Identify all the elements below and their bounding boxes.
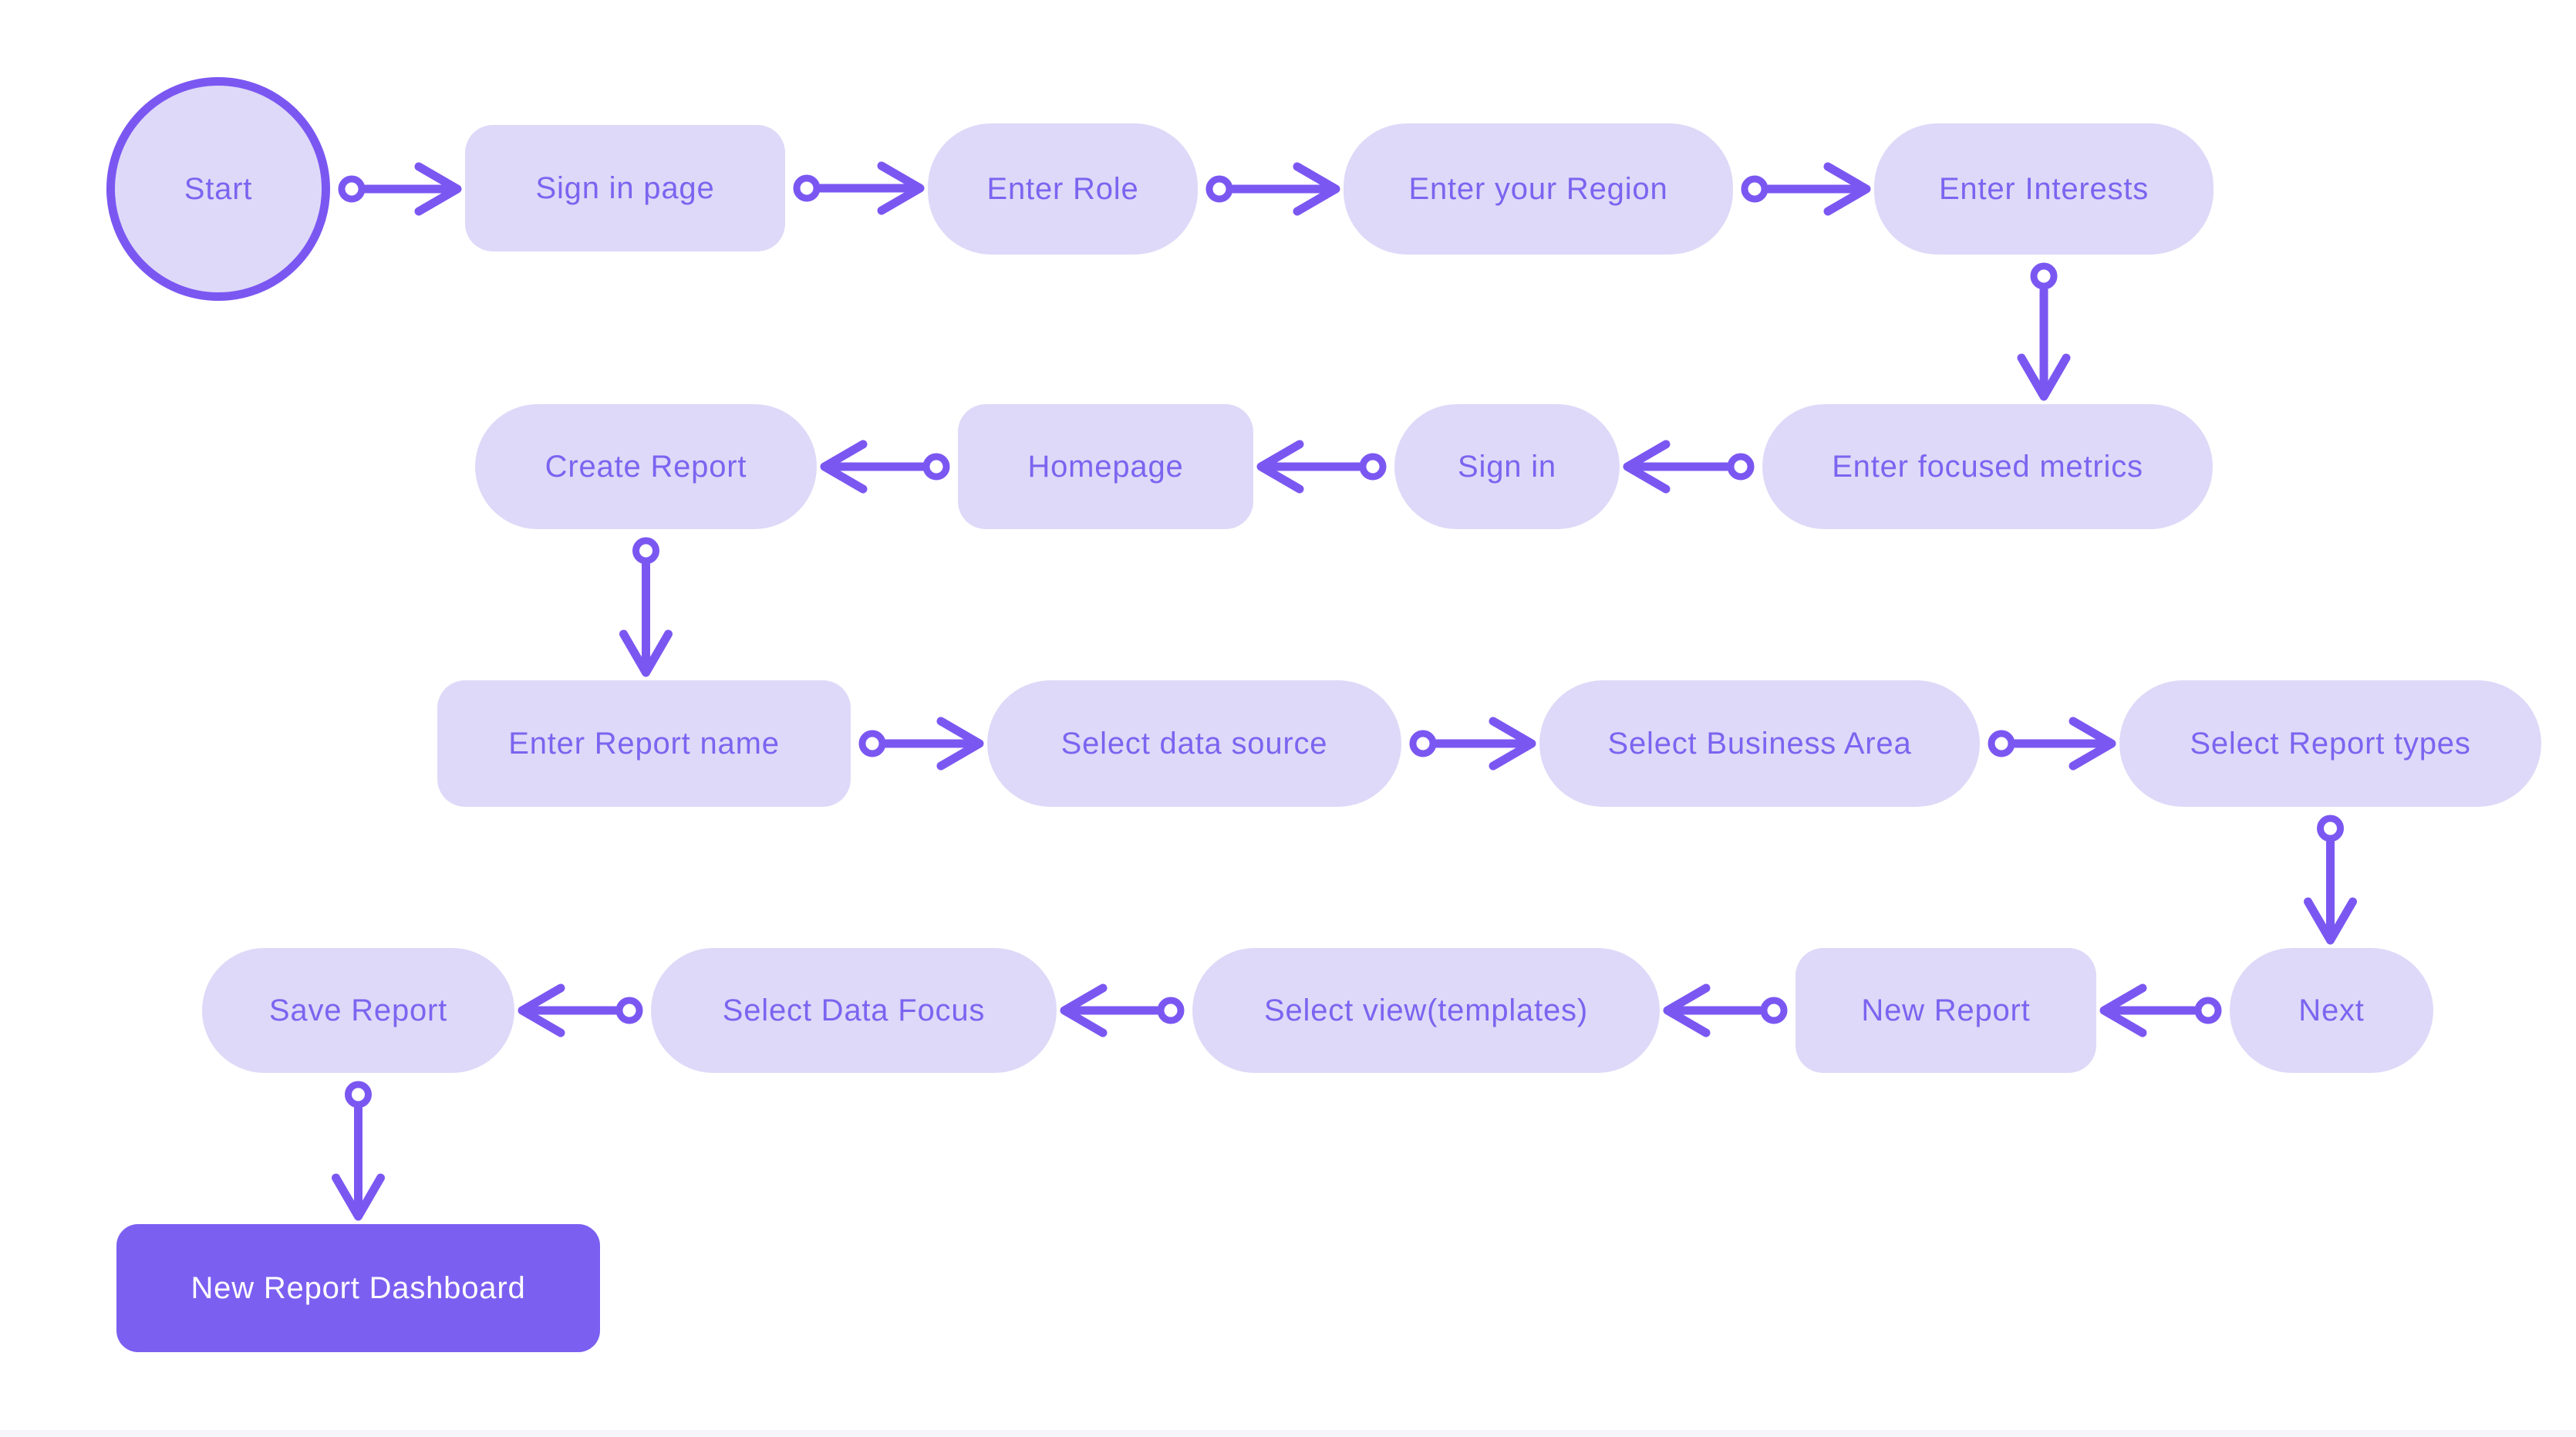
node-label: New Report Dashboard <box>191 1270 526 1305</box>
node-create-report[interactable]: Create Report <box>475 404 817 529</box>
connector-create-report-to-enter-report-name <box>619 537 673 677</box>
connector-next-to-new-report <box>2099 983 2222 1037</box>
node-label: Enter your Region <box>1408 171 1668 206</box>
node-select-data-focus[interactable]: Select Data Focus <box>651 948 1057 1073</box>
connector-select-view-templates-to-select-data-focus <box>1060 983 1185 1037</box>
node-next[interactable]: Next <box>2230 948 2433 1073</box>
node-enter-report-name[interactable]: Enter Report name <box>437 680 851 807</box>
node-label: Homepage <box>1027 449 1184 484</box>
node-enter-focused-metrics[interactable]: Enter focused metrics <box>1762 404 2213 529</box>
node-start[interactable]: Start <box>106 77 330 301</box>
node-label: Sign in page <box>535 170 715 205</box>
node-label: Enter Interests <box>1938 171 2149 206</box>
node-label: Create Report <box>545 449 747 484</box>
node-label: Next <box>2298 993 2365 1027</box>
connector-start-to-sign-in-page <box>338 162 462 216</box>
connector-enter-focused-metrics-to-sign-in <box>1623 440 1755 494</box>
node-select-business-area[interactable]: Select Business Area <box>1539 680 1980 807</box>
connector-new-report-to-select-view-templates <box>1663 983 1788 1037</box>
node-new-report[interactable]: New Report <box>1795 948 2096 1073</box>
connector-homepage-to-create-report <box>820 440 950 494</box>
connector-select-report-types-to-next <box>2304 815 2357 945</box>
node-sign-in[interactable]: Sign in <box>1394 404 1620 529</box>
connector-select-data-focus-to-save-report <box>518 983 643 1037</box>
connector-select-business-area-to-select-report-types <box>1988 717 2116 771</box>
node-enter-interests[interactable]: Enter Interests <box>1874 123 2214 255</box>
node-label: Select Data Focus <box>722 993 986 1027</box>
node-enter-your-region[interactable]: Enter your Region <box>1344 123 1733 255</box>
node-label: Enter Report name <box>508 726 780 761</box>
node-label: Select Report types <box>2190 726 2471 761</box>
node-select-view-templates[interactable]: Select view(templates) <box>1192 948 1660 1073</box>
node-save-report[interactable]: Save Report <box>202 948 514 1073</box>
connector-enter-report-name-to-select-data-source <box>858 717 984 771</box>
canvas-edge-strip <box>0 1430 2576 1437</box>
node-select-report-types[interactable]: Select Report types <box>2119 680 2541 807</box>
node-enter-role[interactable]: Enter Role <box>928 123 1198 255</box>
node-homepage[interactable]: Homepage <box>958 404 1253 529</box>
node-label: Select Business Area <box>1607 726 1912 761</box>
connector-sign-in-page-to-enter-role <box>793 161 925 215</box>
connector-select-data-source-to-select-business-area <box>1409 717 1536 771</box>
node-label: Enter focused metrics <box>1832 449 2143 484</box>
connector-sign-in-to-homepage <box>1256 440 1387 494</box>
node-label: Sign in <box>1458 449 1556 484</box>
node-label: Start <box>184 171 253 206</box>
node-label: Select view(templates) <box>1264 993 1588 1027</box>
node-label: New Report <box>1861 993 2031 1027</box>
node-label: Enter Role <box>986 171 1139 206</box>
node-label: Select data source <box>1060 726 1328 761</box>
node-sign-in-page[interactable]: Sign in page <box>465 125 785 251</box>
connector-enter-interests-to-enter-focused-metrics <box>2017 262 2071 401</box>
connector-enter-your-region-to-enter-interests <box>1741 162 1871 216</box>
connector-save-report-to-new-report-dashboard <box>332 1081 385 1221</box>
connector-enter-role-to-enter-your-region <box>1205 162 1340 216</box>
node-label: Save Report <box>268 993 448 1027</box>
node-select-data-source[interactable]: Select data source <box>987 680 1401 807</box>
node-new-report-dashboard[interactable]: New Report Dashboard <box>116 1224 600 1352</box>
